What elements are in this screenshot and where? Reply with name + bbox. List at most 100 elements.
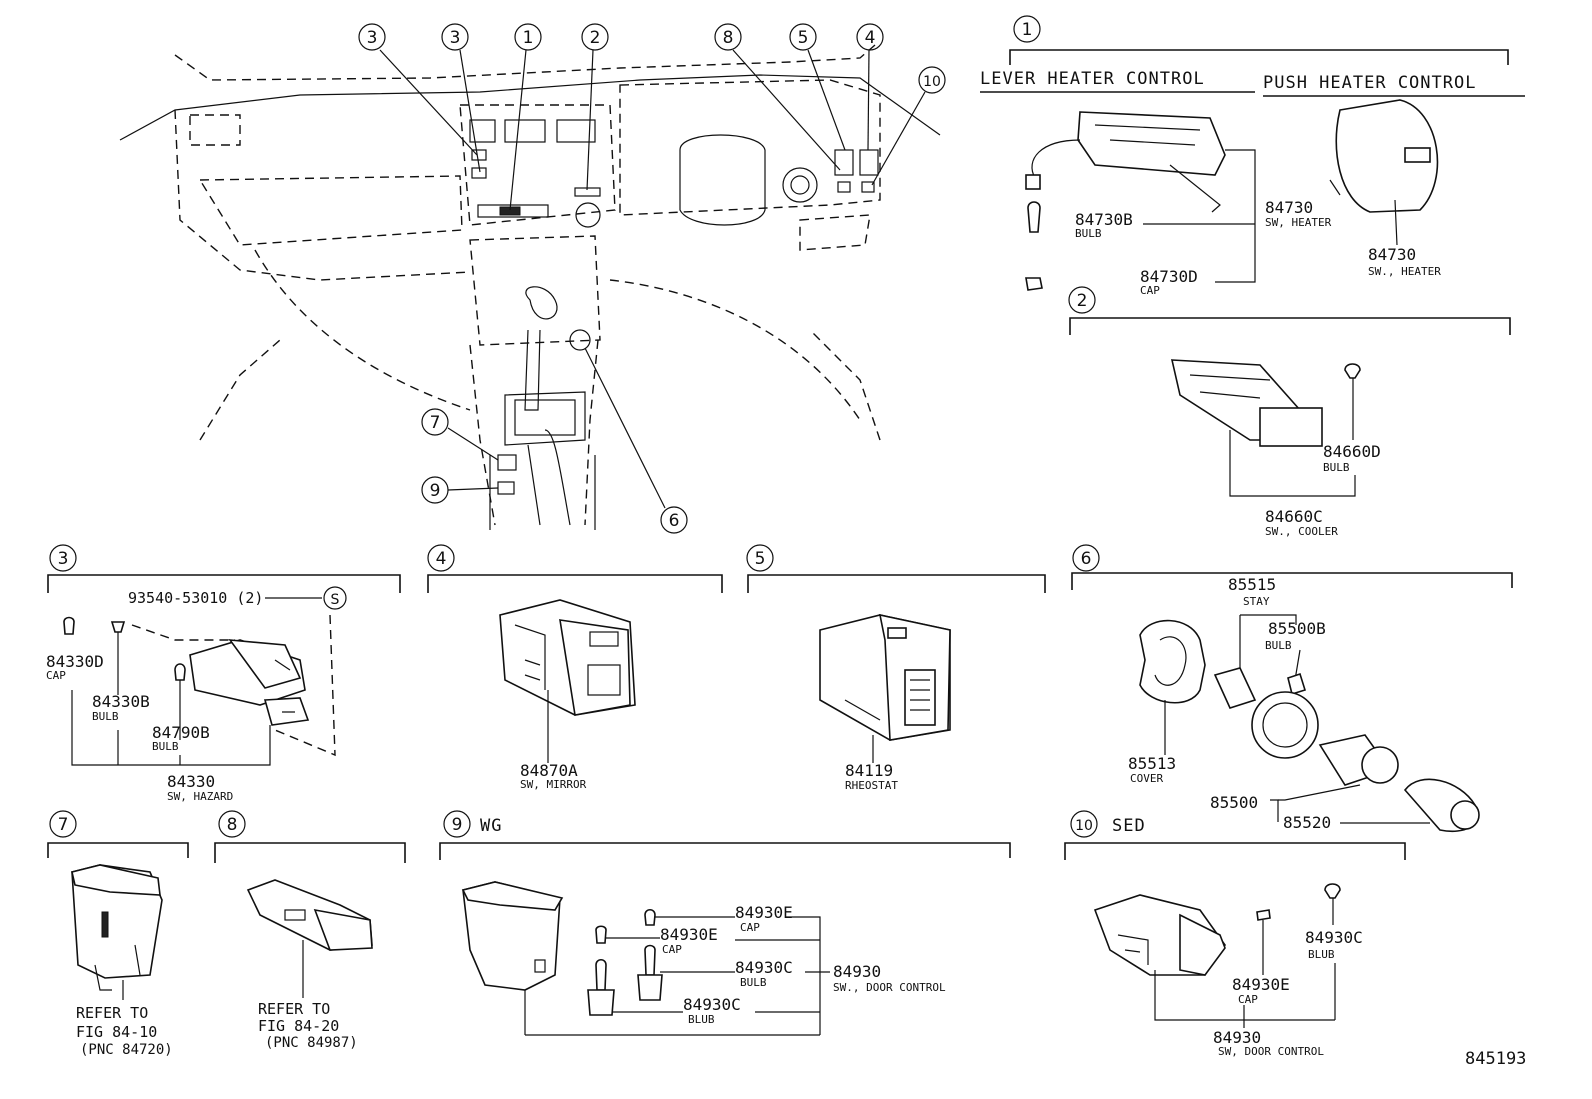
svg-text:(PNC 84987): (PNC 84987) <box>265 1035 358 1051</box>
svg-text:4: 4 <box>436 549 447 569</box>
svg-text:SED: SED <box>1112 816 1146 836</box>
svg-text:85500: 85500 <box>1210 793 1258 812</box>
svg-text:1: 1 <box>1022 20 1033 40</box>
callout-4: 4 <box>856 23 884 151</box>
svg-text:84730B: 84730B <box>1075 210 1133 229</box>
svg-text:CAP: CAP <box>740 921 760 934</box>
svg-text:1: 1 <box>523 28 534 48</box>
callout-7: 7 <box>421 408 499 461</box>
svg-text:BULB: BULB <box>1323 461 1350 474</box>
panel-6: 6 85515 STAY 85500B BULB 85513 COVER 855… <box>1071 544 1513 832</box>
panel-8: 8 REFER TO FIG 84-20 (PNC 84987) <box>214 810 406 1051</box>
push-heater-title: PUSH HEATER CONTROL <box>1263 73 1476 93</box>
callout-1: 1 <box>509 23 542 211</box>
svg-text:84330B: 84330B <box>92 692 150 711</box>
svg-text:3: 3 <box>367 28 378 48</box>
panel-1: 1 LEVER HEATER CONTROL PUSH HEATER CONTR… <box>980 15 1525 297</box>
svg-text:5: 5 <box>798 28 809 48</box>
svg-text:84119: 84119 <box>845 761 893 780</box>
svg-text:STAY: STAY <box>1243 595 1270 608</box>
svg-text:6: 6 <box>1081 549 1092 569</box>
svg-text:REFER TO: REFER TO <box>258 1000 330 1018</box>
panel-9: 9 WG 84930E CAP 84930E CAP 84930C BULB 8… <box>439 810 1011 1036</box>
callout-3b: 3 <box>441 23 481 173</box>
svg-text:84730: 84730 <box>1368 245 1416 264</box>
svg-text:84330: 84330 <box>167 772 215 791</box>
lever-heater-title: LEVER HEATER CONTROL <box>980 69 1205 89</box>
svg-text:84930: 84930 <box>833 962 881 981</box>
svg-text:BULB: BULB <box>740 976 767 989</box>
svg-text:CAP: CAP <box>1238 993 1258 1006</box>
svg-text:COVER: COVER <box>1130 772 1163 785</box>
svg-text:3: 3 <box>58 549 69 569</box>
svg-text:WG: WG <box>480 816 502 836</box>
panel-10: 10 SED 84930E CAP 84930C BLUB 84930 SW, … <box>1064 810 1406 1058</box>
svg-text:84660C: 84660C <box>1265 507 1323 526</box>
callout-8: 8 <box>714 23 841 171</box>
svg-text:4: 4 <box>865 28 876 48</box>
svg-text:2: 2 <box>1077 291 1088 311</box>
svg-text:7: 7 <box>58 815 69 835</box>
svg-text:84930C: 84930C <box>683 995 741 1014</box>
svg-text:FIG 84-20: FIG 84-20 <box>258 1017 339 1035</box>
svg-text:BLUB: BLUB <box>688 1013 715 1026</box>
svg-text:84730D: 84730D <box>1140 267 1198 286</box>
svg-text:84730: 84730 <box>1265 198 1313 217</box>
svg-text:BULB: BULB <box>152 740 179 753</box>
svg-text:84930C: 84930C <box>1305 928 1363 947</box>
panel-5: 5 84119 RHEOSTAT <box>746 544 1046 792</box>
panel-3: 3 93540-53010 (2) S 84330D CAP 84330B BU… <box>46 544 401 803</box>
dashboard-callouts: 3 3 1 2 8 5 4 10 7 9 6 <box>358 23 946 534</box>
svg-text:SW., COOLER: SW., COOLER <box>1265 525 1338 538</box>
svg-text:85515: 85515 <box>1228 575 1276 594</box>
svg-text:SW, DOOR CONTROL: SW, DOOR CONTROL <box>1218 1045 1324 1058</box>
svg-text:84790B: 84790B <box>152 723 210 742</box>
svg-text:3: 3 <box>450 28 461 48</box>
svg-text:FIG 84-10: FIG 84-10 <box>76 1023 157 1041</box>
svg-text:BULB: BULB <box>1265 639 1292 652</box>
callout-2: 2 <box>581 23 609 191</box>
svg-text:SW, HEATER: SW, HEATER <box>1265 216 1332 229</box>
diagram-id: 845193 <box>1465 1049 1526 1069</box>
svg-text:SW., DOOR CONTROL: SW., DOOR CONTROL <box>833 981 946 994</box>
svg-text:8: 8 <box>227 815 238 835</box>
svg-text:10: 10 <box>1075 818 1093 834</box>
svg-text:84870A: 84870A <box>520 761 578 780</box>
callout-10: 10 <box>871 66 946 186</box>
svg-text:84330D: 84330D <box>46 652 104 671</box>
svg-text:9: 9 <box>430 481 441 501</box>
callout-3a: 3 <box>358 23 478 156</box>
svg-text:84930C: 84930C <box>735 958 793 977</box>
callout-5: 5 <box>789 23 846 151</box>
svg-text:BLUB: BLUB <box>1308 948 1335 961</box>
svg-text:S: S <box>331 592 340 608</box>
svg-text:CAP: CAP <box>662 943 682 956</box>
svg-text:93540-53010 (2): 93540-53010 (2) <box>128 589 263 607</box>
svg-text:7: 7 <box>430 413 441 433</box>
svg-text:2: 2 <box>590 28 601 48</box>
svg-text:84930: 84930 <box>1213 1028 1261 1047</box>
svg-text:SW., HEATER: SW., HEATER <box>1368 265 1441 278</box>
callout-9: 9 <box>421 476 499 504</box>
panel-2: 2 84660D BULB 84660C SW., COOLER <box>1068 286 1511 538</box>
svg-text:BULB: BULB <box>92 710 119 723</box>
svg-text:REFER TO: REFER TO <box>76 1004 148 1022</box>
panel-4: 4 84870A SW, MIRROR <box>427 544 723 791</box>
svg-text:85520: 85520 <box>1283 813 1331 832</box>
svg-text:SW, HAZARD: SW, HAZARD <box>167 790 233 803</box>
svg-text:BULB: BULB <box>1075 227 1102 240</box>
svg-text:5: 5 <box>755 549 766 569</box>
svg-text:CAP: CAP <box>1140 284 1160 297</box>
svg-text:10: 10 <box>923 74 941 90</box>
svg-text:SW, MIRROR: SW, MIRROR <box>520 778 587 791</box>
svg-text:8: 8 <box>723 28 734 48</box>
svg-text:RHEOSTAT: RHEOSTAT <box>845 779 898 792</box>
svg-text:85500B: 85500B <box>1268 619 1326 638</box>
svg-text:84660D: 84660D <box>1323 442 1381 461</box>
panel-7: 7 REFER TO FIG 84-10 (PNC 84720) <box>47 810 189 1058</box>
callout-6: 6 <box>584 347 688 534</box>
svg-text:6: 6 <box>669 511 680 531</box>
dashboard-illustration <box>119 44 941 530</box>
